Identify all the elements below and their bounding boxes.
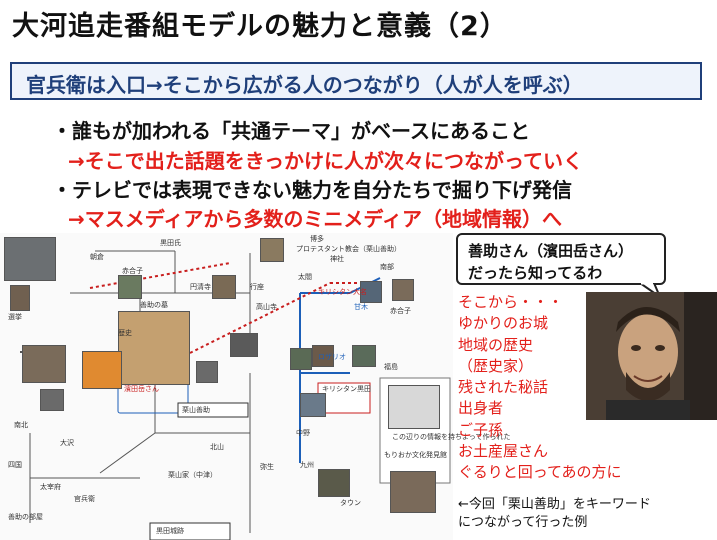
photo-person bbox=[312, 345, 334, 367]
photo-statue bbox=[260, 238, 284, 262]
label-kuroda-shiro: 黒田城跡 bbox=[156, 527, 184, 535]
bubble-line-1: 善助さん（濱田岳さん） bbox=[468, 242, 634, 260]
photo-portrait-small bbox=[10, 285, 30, 311]
label-nakaneki: 中野 bbox=[296, 429, 310, 437]
photo-grave bbox=[196, 361, 218, 383]
topic-item: ぐるりと回ってあの方に bbox=[458, 463, 622, 482]
photo-church bbox=[360, 281, 382, 303]
photo-temple-1 bbox=[212, 275, 236, 299]
label-kyushu: 九州 bbox=[300, 461, 314, 469]
label-akasatako2: 赤合子 bbox=[390, 307, 411, 315]
topic-item: （歴史家） bbox=[458, 356, 534, 375]
label-note1: この辺りの情報を持ちよって作られた bbox=[392, 433, 511, 441]
label-kouzanji: 高山寺 bbox=[256, 303, 277, 311]
label-rozario: ロザリオ bbox=[318, 353, 346, 361]
photo-kuroda-temple bbox=[40, 389, 64, 411]
label-asakura: 朝倉 bbox=[90, 253, 104, 261]
topic-list: そこから・・・ ゆかりのお城 地域の歴史 （歴史家） 残された秘話 出身者 ご子… bbox=[458, 292, 622, 484]
photo-tv-studio bbox=[4, 237, 56, 281]
topic-item: ご子孫 bbox=[458, 420, 504, 439]
connection-diagram: 朝倉 黒田氏 赤合子 円清寺 善助の墓 濱田岳さん 栗山善助 博多 プロテスタン… bbox=[0, 233, 510, 540]
photo-persimmons bbox=[82, 351, 122, 389]
label-minamifuku: 南北 bbox=[14, 421, 28, 429]
photo-tomb-2 bbox=[230, 333, 258, 357]
label-kuriyama: 栗山善助 bbox=[182, 406, 210, 414]
label-gyoza: 行座 bbox=[250, 283, 264, 291]
topic-item: 残された秘話 bbox=[458, 378, 549, 397]
bullet-2-arrow: →マスメディアから多数のミニメディア（地域情報）へ bbox=[68, 207, 562, 231]
topic-item: ゆかりのお城 bbox=[458, 314, 549, 333]
photo-kanbei-mark bbox=[318, 469, 350, 497]
photo-monument bbox=[290, 348, 312, 370]
actor-portrait bbox=[586, 292, 717, 420]
topic-item: そこから・・・ bbox=[458, 293, 564, 311]
label-town: タウン bbox=[340, 499, 361, 507]
topic-item: お土産屋さん bbox=[458, 442, 549, 461]
photo-ring bbox=[392, 279, 414, 301]
label-enshinji: 円清寺 bbox=[190, 283, 211, 291]
bullet-1-arrow: →そこで出た話題をきっかけに人が次々につながっていく bbox=[68, 149, 583, 173]
label-akasatako: 赤合子 bbox=[122, 267, 143, 275]
bullet-1: ・誰もが加われる「共通テーマ」がベースにあること bbox=[52, 119, 530, 143]
label-kanbei: 官兵衛 bbox=[74, 495, 95, 503]
photo-castle-1 bbox=[118, 275, 142, 299]
label-kuroda-top: 黒田氏 bbox=[160, 239, 181, 247]
photo-museum-person bbox=[390, 471, 436, 513]
photo-hakata bbox=[300, 393, 326, 417]
photo-people bbox=[22, 345, 66, 383]
bullet-2: ・テレビでは表現できない魅力を自分たちで掘り下げ発信 bbox=[52, 178, 572, 202]
label-kuriyama-home: 栗山家（中津） bbox=[168, 471, 217, 479]
label-dazaifu: 太宰府 bbox=[40, 483, 61, 491]
label-nanbu: 南部 bbox=[380, 263, 394, 271]
label-fukushima: 福島 bbox=[384, 363, 398, 371]
label-hakuta: 太閤 bbox=[298, 273, 312, 281]
photo-placeholder bbox=[20, 351, 22, 353]
label-rekishi: 歴史 bbox=[118, 329, 132, 337]
label-christian: キリシタン大名 bbox=[318, 288, 367, 296]
bubble-line-2: だったら知ってるわ bbox=[468, 264, 603, 282]
topic-item: 出身者 bbox=[458, 399, 504, 418]
label-zenjo-heya: 善助の部屋 bbox=[8, 513, 43, 521]
label-oosawa: 大沢 bbox=[60, 439, 74, 447]
label-hakata: 博多 bbox=[310, 235, 324, 243]
label-kitayama: 北山 bbox=[210, 443, 224, 451]
label-zenjo: 善助の墓 bbox=[140, 301, 168, 309]
label-senkyo: 選挙 bbox=[8, 313, 22, 321]
label-protest: プロテスタント教会（栗山善助） bbox=[296, 245, 401, 253]
slide-title: 大河追走番組モデルの魅力と意義（2） bbox=[12, 11, 508, 42]
subtitle-text: 官兵衛は入口→そこから広がる人のつながり（人が人を呼ぶ） bbox=[26, 73, 583, 97]
label-amagi: 甘木 bbox=[354, 303, 368, 311]
topic-item: 地域の歴史 bbox=[458, 335, 534, 354]
caption-line-1: ←今回「栗山善助」をキーワード bbox=[458, 497, 651, 512]
photo-hamada bbox=[118, 311, 190, 385]
caption: ←今回「栗山善助」をキーワード につながって行った例 bbox=[458, 496, 651, 532]
label-hamada: 濱田岳さん bbox=[124, 385, 159, 393]
speech-bubble: 善助さん（濱田岳さん） だったら知ってるわ bbox=[456, 233, 666, 285]
label-shikoku: 四国 bbox=[8, 461, 22, 469]
photo-shrine bbox=[352, 345, 376, 367]
diagram-lines bbox=[29, 250, 451, 540]
label-jinja: 神社 bbox=[330, 255, 344, 263]
caption-line-2: につながって行った例 bbox=[458, 515, 588, 530]
label-mura: もりおか文化発見館 bbox=[384, 451, 447, 459]
subtitle-box: 官兵衛は入口→そこから広がる人のつながり（人が人を呼ぶ） bbox=[10, 62, 702, 100]
photo-map bbox=[388, 385, 440, 429]
label-kirishitan-kuroda: キリシタン黒田 bbox=[322, 385, 371, 393]
portrait-photo bbox=[586, 292, 717, 420]
label-yayoi: 弥生 bbox=[260, 463, 274, 471]
